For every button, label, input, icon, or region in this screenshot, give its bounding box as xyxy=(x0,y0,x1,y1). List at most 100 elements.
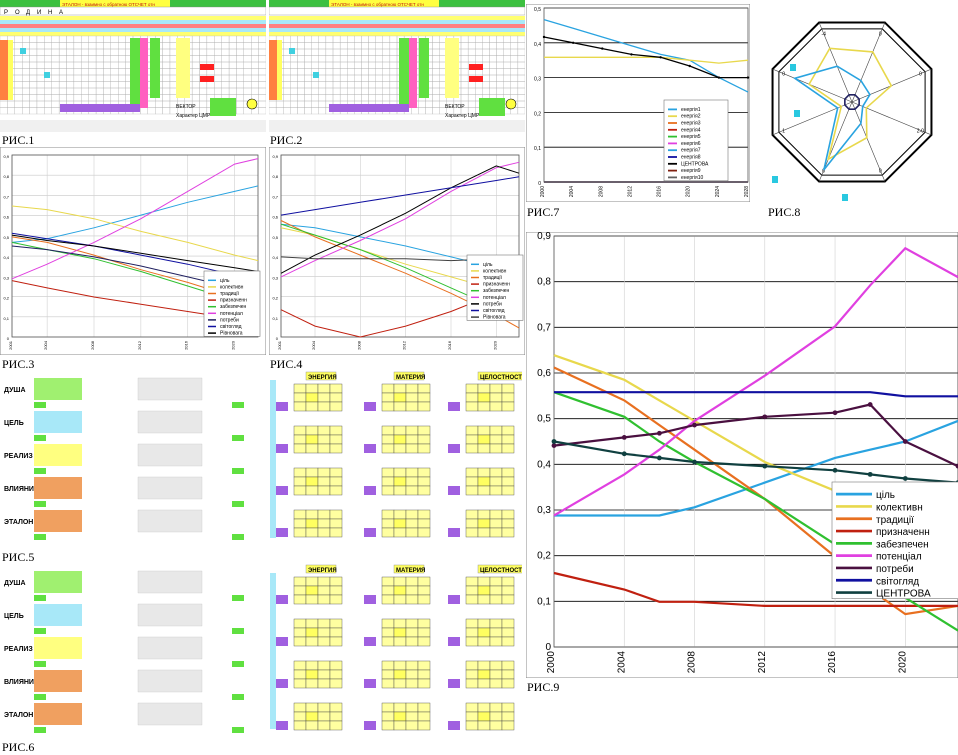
table-row-values xyxy=(137,570,203,594)
table-row-label: ЭТАЛОН xyxy=(4,712,33,719)
matrix-cell xyxy=(417,627,431,638)
radar-marker xyxy=(772,176,778,183)
matrix-cell xyxy=(489,383,503,394)
matrix-cell xyxy=(489,660,503,671)
matrix-cell xyxy=(393,383,407,394)
series-marker xyxy=(551,439,557,444)
matrix-marker xyxy=(364,721,376,730)
matrix-cell xyxy=(293,485,307,496)
legend-label: ЦЕНТРОВА xyxy=(681,161,709,167)
x-tick-label: 2004 xyxy=(569,186,575,197)
matrix-cell xyxy=(477,669,491,680)
matrix-cell xyxy=(381,425,395,436)
matrix-cell xyxy=(465,434,479,445)
matrix-header: ЦЕЛОСТНОСТЬ xyxy=(480,568,522,574)
matrix-marker xyxy=(364,679,376,688)
matrix-cell xyxy=(381,392,395,403)
series-line-колективн xyxy=(11,205,259,262)
matrix-cell xyxy=(293,594,307,605)
matrix-cell xyxy=(489,443,503,454)
legend-label: забезпечен xyxy=(876,538,929,550)
series-line-ціль xyxy=(554,419,958,517)
matrix-cell xyxy=(329,594,343,605)
matrix-cell xyxy=(393,434,407,445)
matrix-header: ЭНЕРГИЯ xyxy=(308,375,337,381)
matrix-cell xyxy=(465,594,479,605)
matrix-cell xyxy=(305,636,319,647)
table-row-block xyxy=(34,378,82,400)
matrix-cell xyxy=(293,401,307,412)
matrix-cell xyxy=(393,392,407,403)
sheet-letter: И xyxy=(37,10,41,16)
matrix-cell xyxy=(477,585,491,596)
series-marker xyxy=(551,443,557,449)
table-row-block xyxy=(34,571,82,593)
matrix-cell xyxy=(405,627,419,638)
table-total-cell xyxy=(232,694,244,700)
radar-vertex-label: 0 xyxy=(879,168,882,174)
table-row-label: ВЛИЯНИ xyxy=(4,679,34,686)
x-tick-label: 2008 xyxy=(356,340,361,350)
matrix-cell xyxy=(329,711,343,722)
legend-label: енергія3 xyxy=(681,121,701,127)
table-total-cell xyxy=(232,435,244,441)
matrix-cell xyxy=(405,711,419,722)
radar-spoke xyxy=(851,101,886,182)
matrix-cell xyxy=(393,509,407,520)
matrix-cell xyxy=(293,702,307,713)
caption-ris6: РИС.6 xyxy=(2,740,35,754)
legend-label: енергія2 xyxy=(681,114,701,120)
matrix-cell xyxy=(477,425,491,436)
matrix-cell xyxy=(501,425,515,436)
x-tick-label: 2020 xyxy=(686,186,692,197)
matrix-marker xyxy=(364,528,376,537)
radar-series xyxy=(792,65,871,171)
legend-label: колективн xyxy=(876,502,923,513)
matrix-cell xyxy=(381,585,395,596)
radar-vertex-label: 1 xyxy=(782,128,785,134)
legend-label: традиції xyxy=(876,515,914,526)
sheet-block xyxy=(140,38,148,108)
matrix-cell xyxy=(501,678,515,689)
sheet-block xyxy=(277,40,282,100)
sheet-header-text: ЭТАЛОН - взаимно с обратною ОТСЧЕТ отн xyxy=(62,2,155,7)
matrix-cell xyxy=(393,618,407,629)
matrix-cell xyxy=(305,509,319,520)
caption-ris8: РИС.8 xyxy=(768,205,801,219)
matrix-marker xyxy=(276,637,288,646)
sheet-block xyxy=(150,38,160,98)
matrix-cell xyxy=(317,518,331,529)
sheet-letter: О xyxy=(15,10,20,16)
y-tick-label: 0,3 xyxy=(534,77,541,83)
matrix-cell xyxy=(417,720,431,731)
radar-spoke xyxy=(851,22,886,103)
matrix-cell xyxy=(465,660,479,671)
y-tick-label: 0,5 xyxy=(272,235,278,240)
matrix-marker xyxy=(448,721,460,730)
matrix-cell xyxy=(305,711,319,722)
y-tick-label: 0,1 xyxy=(3,316,9,321)
sheet-stripe xyxy=(0,16,266,20)
series-line-Рівновага xyxy=(11,234,259,272)
caption-ris3: РИС.3 xyxy=(2,357,35,371)
table-row-block xyxy=(34,670,82,692)
legend-label: ціль xyxy=(876,490,895,501)
y-tick-label: 0,9 xyxy=(537,232,551,242)
matrix-cell xyxy=(329,485,343,496)
matrix-cell xyxy=(405,720,419,731)
matrix-cell xyxy=(317,660,331,671)
legend-label: енергія6 xyxy=(681,141,701,147)
series-marker xyxy=(832,410,838,416)
matrix-cell xyxy=(317,527,331,538)
y-tick-label: 0,5 xyxy=(537,414,551,425)
x-tick-label: 2012 xyxy=(757,651,768,674)
matrix-cell xyxy=(381,618,395,629)
matrix-cell xyxy=(405,476,419,487)
sheet-block xyxy=(445,38,459,98)
sheet-letters-row xyxy=(0,6,266,16)
table-row-label: ДУША xyxy=(4,387,26,394)
matrix-cell xyxy=(393,476,407,487)
matrix-cell xyxy=(329,383,343,394)
matrix-cell xyxy=(381,383,395,394)
